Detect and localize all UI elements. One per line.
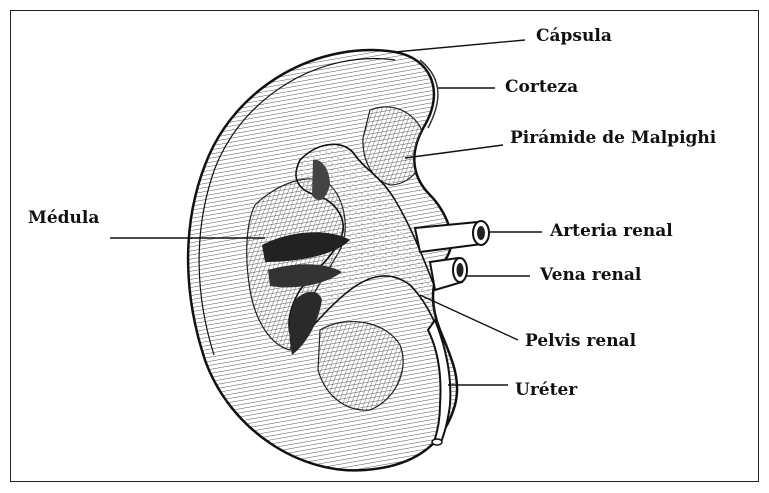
label-corteza: Corteza xyxy=(505,77,578,97)
label-medula: Médula xyxy=(28,208,99,228)
leader-piramide xyxy=(405,145,503,158)
label-piramide: Pirámide de Malpighi xyxy=(510,128,716,148)
label-vena: Vena renal xyxy=(540,265,641,285)
label-arteria: Arteria renal xyxy=(550,221,673,241)
leader-capsula xyxy=(395,40,525,52)
renal-artery-shape xyxy=(415,222,482,252)
label-capsula: Cápsula xyxy=(536,26,612,46)
label-pelvis: Pelvis renal xyxy=(525,331,636,351)
label-ureter: Uréter xyxy=(515,380,577,400)
